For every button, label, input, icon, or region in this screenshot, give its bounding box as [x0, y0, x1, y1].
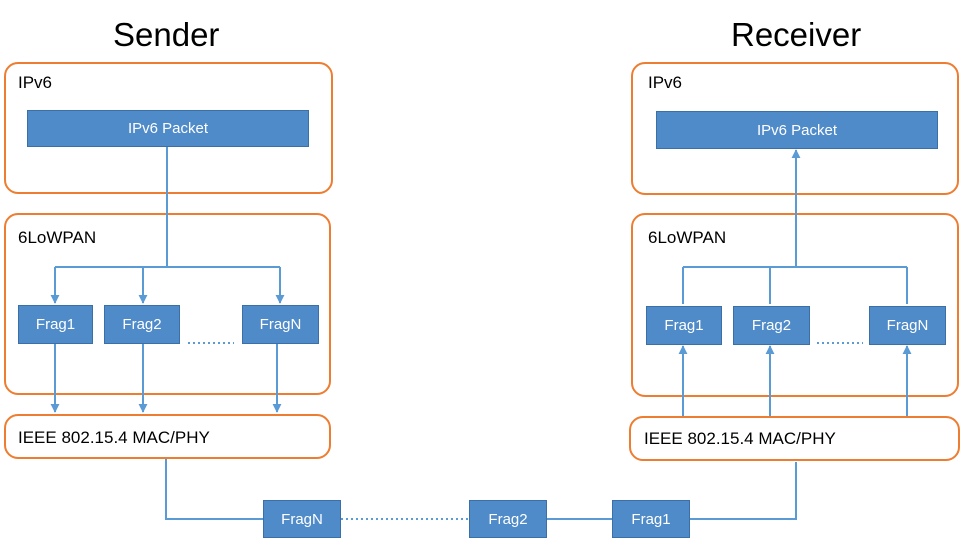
sender-mac-layer: IEEE 802.15.4 MAC/PHY	[4, 414, 331, 459]
receiver-mac-label: IEEE 802.15.4 MAC/PHY	[644, 429, 836, 448]
receiver-title: Receiver	[731, 16, 862, 53]
sender-6lowpan-label: 6LoWPAN	[18, 228, 97, 247]
receiver-ipv6-packet: IPv6 Packet	[656, 111, 938, 149]
sender-title: Sender	[113, 16, 220, 53]
sender-mac-label: IEEE 802.15.4 MAC/PHY	[18, 428, 210, 447]
sender-ipv6-packet: IPv6 Packet	[27, 110, 309, 147]
receiver-ipv6-label: IPv6	[648, 73, 683, 92]
channel-frag-n: FragN	[263, 500, 341, 538]
sender-frag-1: Frag1	[18, 305, 93, 344]
receiver-frag-n: FragN	[869, 306, 946, 345]
sender-ipv6-label: IPv6	[18, 73, 53, 92]
sender-frag-2: Frag2	[104, 305, 180, 344]
receiver-mac-layer: IEEE 802.15.4 MAC/PHY	[629, 416, 960, 461]
sender-frag-n: FragN	[242, 305, 319, 344]
channel-frag-1: Frag1	[612, 500, 690, 538]
receiver-6lowpan-label: 6LoWPAN	[648, 228, 727, 247]
receiver-frag-1: Frag1	[646, 306, 722, 345]
channel-frag-2: Frag2	[469, 500, 547, 538]
receiver-frag-2: Frag2	[733, 306, 810, 345]
